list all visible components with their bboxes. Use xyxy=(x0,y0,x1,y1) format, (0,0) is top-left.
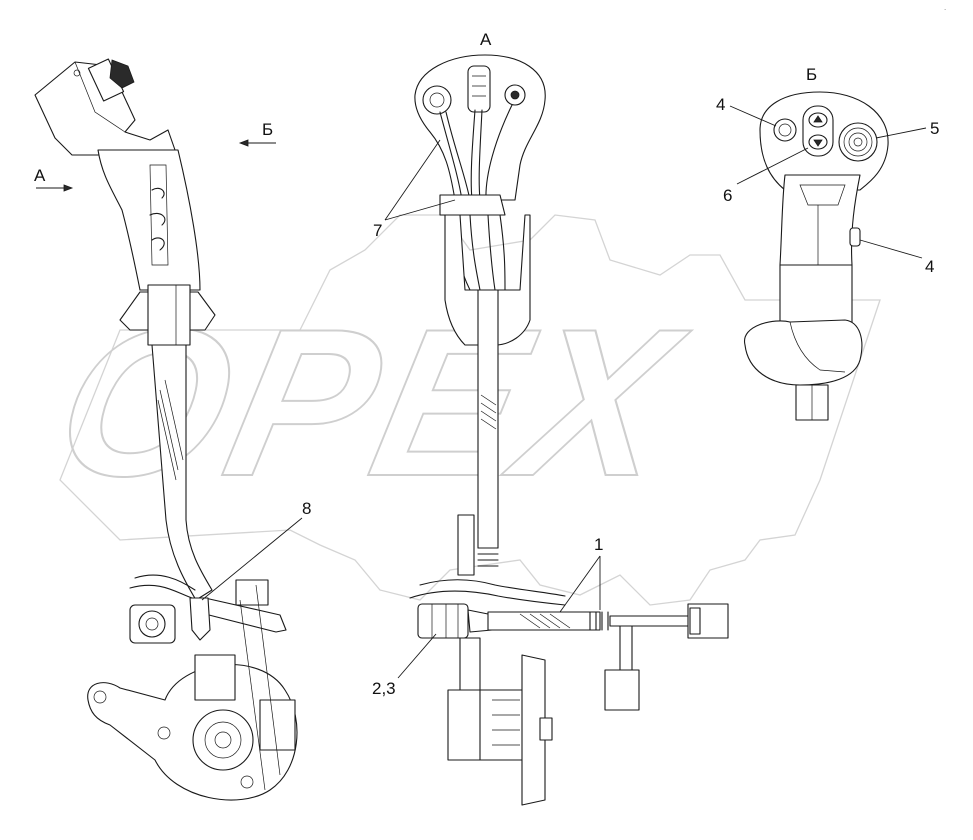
view-a-title: А xyxy=(480,30,492,49)
lever-body-front xyxy=(444,214,531,346)
svg-text:5: 5 xyxy=(930,119,939,138)
svg-text:2,3: 2,3 xyxy=(372,679,396,698)
grip-front xyxy=(779,174,861,266)
arrow-b-label: Б xyxy=(262,120,273,139)
button-4 xyxy=(773,118,797,142)
wire-bundle xyxy=(439,104,513,201)
handle-knob-icon xyxy=(109,59,135,89)
svg-text:7: 7 xyxy=(373,221,382,240)
callout-4-top: 4 xyxy=(716,95,777,127)
callout-2-3: 2,3 xyxy=(372,633,437,698)
lever-shaft xyxy=(151,344,213,601)
base-bracket xyxy=(87,663,298,801)
svg-text:1: 1 xyxy=(594,535,603,554)
arrow-a-label: А xyxy=(34,166,46,185)
lever-grip xyxy=(97,149,201,291)
view-arrow-b: Б xyxy=(238,120,276,147)
left-view xyxy=(34,58,298,801)
connector-2-3 xyxy=(417,603,469,639)
wire-clamp xyxy=(189,597,211,641)
callout-8: 8 xyxy=(201,499,311,601)
button-4-side xyxy=(849,227,861,247)
corner-mark: . xyxy=(944,3,946,12)
callout-6: 6 xyxy=(723,147,809,205)
svg-text:6: 6 xyxy=(723,186,732,205)
svg-text:8: 8 xyxy=(302,499,311,518)
center-view: А xyxy=(409,30,729,806)
svg-text:4: 4 xyxy=(716,95,725,114)
arrow-left-icon xyxy=(238,139,249,147)
callout-5: 5 xyxy=(875,119,939,139)
knob-5 xyxy=(838,122,878,162)
callout-7: 7 xyxy=(373,139,456,240)
collar xyxy=(744,319,863,386)
plug-lower xyxy=(604,669,640,711)
view-arrow-a: А xyxy=(34,166,74,192)
callout-4-side: 4 xyxy=(859,239,934,276)
right-view: Б xyxy=(744,65,889,421)
harness-1 xyxy=(487,611,601,631)
callout-1: 1 xyxy=(559,535,603,613)
arrow-right-icon xyxy=(63,184,74,192)
view-b-title: Б xyxy=(806,65,817,84)
svg-text:4: 4 xyxy=(925,257,934,276)
